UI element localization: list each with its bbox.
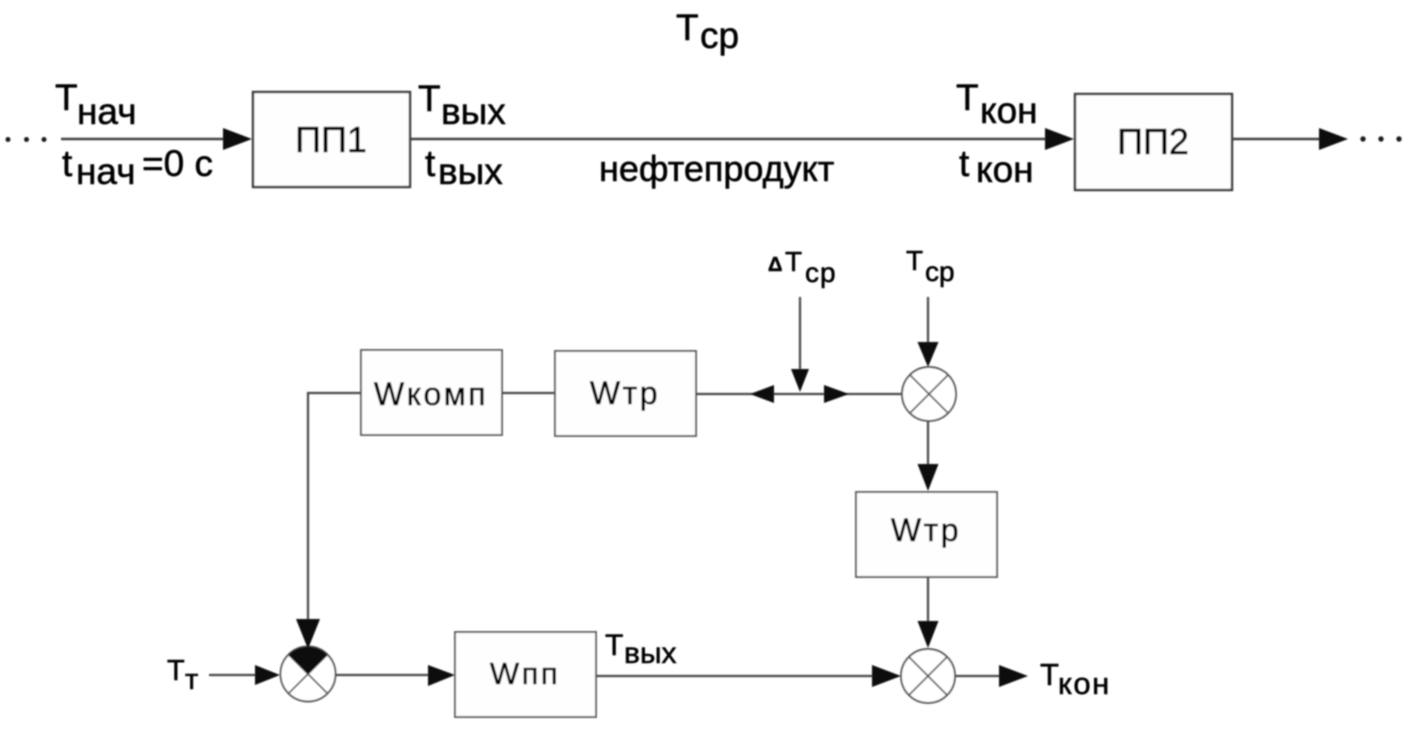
svg-text:Wтр: Wтр [590,375,660,411]
svg-text:нач: нач [77,91,136,132]
svg-text:T: T [785,246,802,277]
svg-text:ср: ср [925,256,955,287]
svg-text:T: T [676,7,699,48]
svg-text:вых: вых [624,637,677,670]
svg-text:нач: нач [76,151,135,192]
svg-text:вых: вых [441,91,506,132]
svg-text:кон: кон [976,149,1034,190]
svg-text:Wпп: Wпп [490,656,560,691]
svg-text:T: T [956,77,979,118]
svg-text:T: T [605,629,623,662]
svg-text:t: t [959,143,970,184]
svg-text:нефтепродукт: нефтепродукт [599,148,834,189]
svg-text:т: т [185,664,198,696]
svg-text:T: T [1040,657,1059,692]
svg-text:T: T [167,655,185,687]
svg-text:ПП1: ПП1 [295,119,367,160]
svg-text:t: t [62,143,73,184]
svg-text:Wтр: Wтр [891,512,961,548]
svg-text:Wкомп: Wкомп [374,376,488,412]
svg-text:кон: кон [1058,666,1111,701]
svg-text:вых: вых [438,151,503,192]
svg-text:T: T [418,78,441,119]
svg-text:T: T [55,77,78,118]
svg-text:t: t [425,143,436,184]
svg-text:ср: ср [700,15,739,56]
svg-text:Δ: Δ [768,254,782,276]
svg-text:ср: ср [805,257,837,288]
svg-text:ПП2: ПП2 [1117,121,1189,162]
svg-text:=0 с: =0 с [142,143,213,184]
svg-text:кон: кон [980,90,1038,131]
svg-text:T: T [906,245,923,276]
